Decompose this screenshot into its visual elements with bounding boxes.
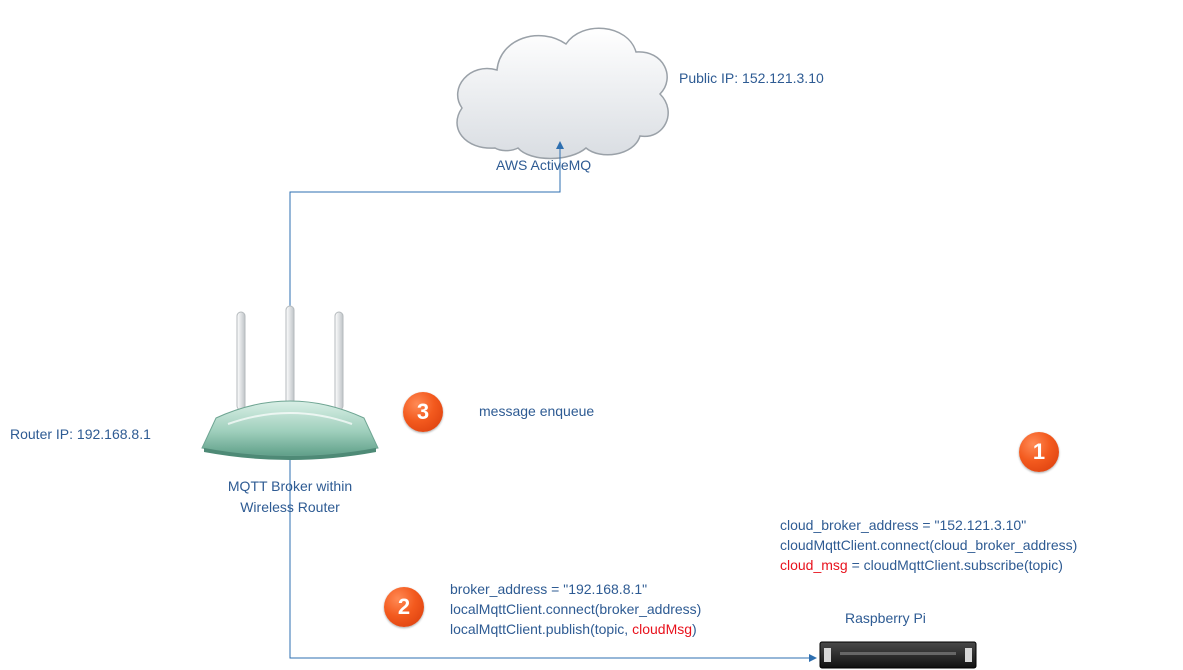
step-1-code-line-2: cloudMqttClient.connect(cloud_broker_add… [780,537,1078,553]
step-1-code-line-1: cloud_broker_address = "152.121.3.10" [780,517,1027,533]
router-to-cloud-connector [289,141,564,308]
step-3-label: message enqueue [479,403,595,419]
cloud-icon [456,27,669,160]
cloud-name-label: AWS ActiveMQ [496,157,592,173]
step-3-badge: 3 [403,392,443,432]
wireless-router-icon [201,305,379,460]
step-2-code-line-2: localMqttClient.connect(broker_address) [450,601,702,617]
raspberry-pi-label: Raspberry Pi [845,610,926,626]
step-2-code-line-3: localMqttClient.publish(topic, cloudMsg) [450,619,701,639]
router-to-pi-connector [289,452,817,662]
cloudmsg-variable: cloudMsg [632,621,693,637]
router-name-line2: Wireless Router [240,499,340,515]
step-1-code: cloud_broker_address = "152.121.3.10" cl… [780,515,1077,575]
router-name-label: MQTT Broker within Wireless Router [190,476,390,518]
subscribe-call: = cloudMqttClient.subscribe(topic) [847,557,1063,573]
public-ip-label: Public IP: 152.121.3.10 [679,70,824,86]
step-2-code: broker_address = "192.168.8.1" localMqtt… [450,579,701,639]
publish-call-start: localMqttClient.publish(topic, [450,621,633,637]
router-name-line1: MQTT Broker within [227,478,353,494]
router-ip-label: Router IP: 192.168.8.1 [10,426,151,442]
step-2-badge: 2 [384,587,424,627]
step-2-code-line-1: broker_address = "192.168.8.1" [450,581,648,597]
raspberry-pi-device-icon [819,641,977,669]
step-1-code-line-3: cloud_msg = cloudMqttClient.subscribe(to… [780,555,1077,575]
step-1-badge: 1 [1019,432,1059,472]
cloud-msg-variable: cloud_msg [780,557,848,573]
publish-call-end: ) [692,621,697,637]
